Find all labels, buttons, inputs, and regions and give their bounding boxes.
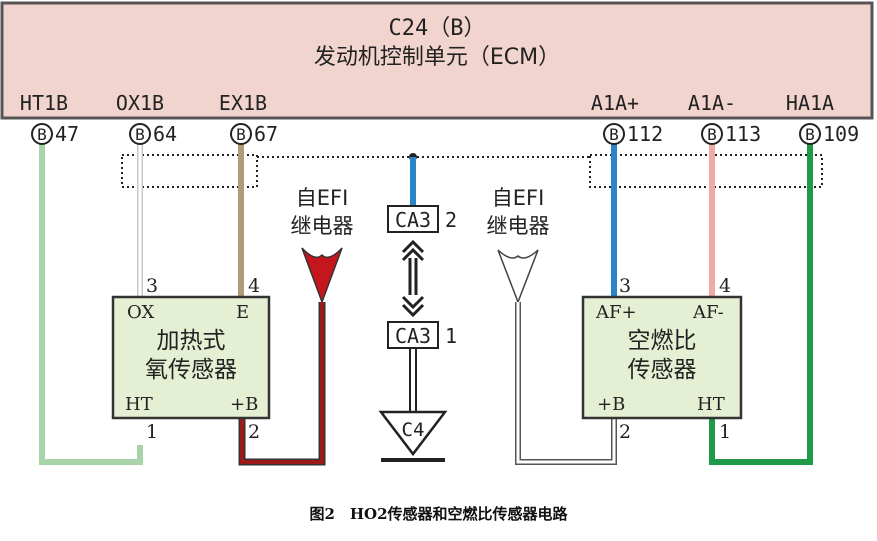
pin-circle-b112 xyxy=(603,123,625,145)
shield-right xyxy=(589,154,823,188)
pin-letter-b112: B xyxy=(609,125,619,144)
pin-circle-b109 xyxy=(799,123,821,145)
pin-circle-b113 xyxy=(701,123,723,145)
connector-chevrons xyxy=(401,239,425,318)
pin-letter-b67: B xyxy=(236,125,246,144)
pin-no-b64: 64 xyxy=(153,122,177,146)
pin-no-b47: 47 xyxy=(55,122,79,146)
af-sensor-name-1: 空燃比 xyxy=(628,328,697,354)
ca3-top-name: CA3 xyxy=(395,208,431,232)
af-pin-plus-b-number: 2 xyxy=(619,421,631,443)
pin-no-b113: 113 xyxy=(725,122,761,146)
ecm-name: 发动机控制单元（ECM） xyxy=(314,45,560,70)
pin-letter-b109: B xyxy=(805,125,815,144)
pin-label-ht1b: HT1B xyxy=(20,91,68,115)
ecm-pin-markers: B 47 B 64 B 67 B 112 B 113 B 109 xyxy=(31,122,859,146)
efi-relay-left-line2: 继电器 xyxy=(291,214,354,238)
af-terminal-af-plus: AF+ xyxy=(595,302,637,323)
o2-pin-ox-number: 3 xyxy=(146,275,158,297)
wire-af-plus-b-core xyxy=(516,302,616,464)
af-terminal-ht: HT xyxy=(697,394,725,415)
efi-relay-right-line2: 继电器 xyxy=(487,214,550,238)
wire-ha1a xyxy=(709,142,813,465)
ground-symbol xyxy=(378,410,448,457)
o2-sensor-name-1: 加热式 xyxy=(157,328,226,354)
af-pin-ht-number: 1 xyxy=(719,421,731,443)
wire-o2-plus-b-core xyxy=(240,302,324,464)
figure-caption: 图2 HO2传感器和空燃比传感器电路 xyxy=(309,505,568,523)
wire-ht1b xyxy=(39,142,143,465)
o2-terminal-e: E xyxy=(236,302,249,323)
ca3-top-box xyxy=(387,205,439,233)
shield-left xyxy=(121,154,258,188)
pin-no-b112: 112 xyxy=(627,122,663,146)
o2-terminal-plus-b: +B xyxy=(230,394,258,415)
pin-label-ox1b: OX1B xyxy=(116,91,164,115)
ecm-connector-label: C24（B） xyxy=(389,16,486,41)
af-terminal-af-minus: AF- xyxy=(692,302,724,323)
pin-label-a1a-plus: A1A+ xyxy=(591,91,639,115)
af-sensor-name-2: 传感器 xyxy=(628,357,697,383)
ca3-top-pin: 2 xyxy=(445,208,457,232)
efi-relay-right-arrow xyxy=(497,249,539,305)
o2-terminal-ht: HT xyxy=(125,394,153,415)
o2-pin-plus-b-number: 2 xyxy=(248,421,260,443)
ca3-bottom-name: CA3 xyxy=(395,324,431,348)
o2-pin-ht-number: 1 xyxy=(146,421,158,443)
pin-label-a1a-minus: A1A- xyxy=(688,91,736,115)
pin-letter-b47: B xyxy=(37,125,47,144)
af-pin-af-minus-number: 4 xyxy=(719,275,731,297)
ground-label: C4 xyxy=(402,419,425,441)
o2-terminal-ox: OX xyxy=(127,302,154,323)
ca3-bottom-box xyxy=(387,321,439,349)
af-pin-af-plus-number: 3 xyxy=(619,275,631,297)
o2-pin-e-number: 4 xyxy=(248,275,260,297)
efi-relay-left-arrow xyxy=(301,247,343,305)
af-terminal-plus-b: +B xyxy=(597,394,625,415)
efi-relay-left-line1: 自EFI xyxy=(296,186,349,210)
ca3-bottom-pin: 1 xyxy=(445,324,457,348)
pin-letter-b64: B xyxy=(135,125,145,144)
pin-no-b67: 67 xyxy=(254,122,278,146)
efi-relay-right-line1: 自EFI xyxy=(492,186,545,210)
pin-label-ex1b: EX1B xyxy=(219,91,267,115)
ecm-box xyxy=(0,1,874,120)
pin-circle-b67 xyxy=(230,123,252,145)
o2-sensor-name-2: 氧传感器 xyxy=(145,357,237,383)
pin-circle-b47 xyxy=(31,123,53,145)
pin-label-ha1a: HA1A xyxy=(786,91,834,115)
pin-no-b109: 109 xyxy=(823,122,859,146)
heated-o2-sensor-box xyxy=(111,295,271,420)
af-sensor-box xyxy=(581,295,743,420)
pin-circle-b64 xyxy=(129,123,151,145)
pin-letter-b113: B xyxy=(707,125,717,144)
